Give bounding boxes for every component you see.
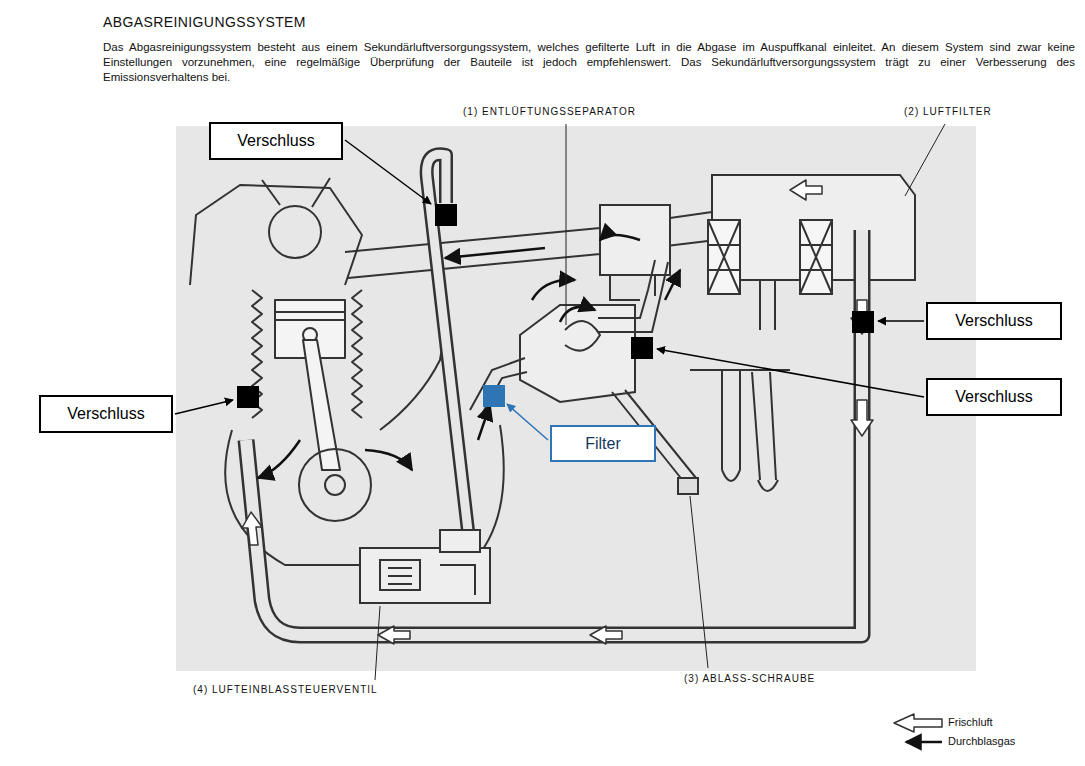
- engine-body: [269, 206, 321, 258]
- air-filter: [708, 220, 740, 294]
- callout-box: Verschluss: [926, 302, 1062, 340]
- part-label: (1) ENTLÜFTUNGSSEPARATOR: [463, 106, 636, 117]
- blowby-arrows: [445, 248, 545, 258]
- fresh-air-arrows: [790, 180, 822, 200]
- breather-separator: [758, 480, 778, 491]
- intake-pipe: [600, 205, 670, 275]
- callout-leaders: [507, 404, 548, 440]
- callout-text: Verschluss: [237, 132, 314, 150]
- seal-markers: [631, 337, 653, 359]
- callout-text: Verschluss: [955, 312, 1032, 330]
- part-label: (2) LUFTFILTER: [904, 106, 992, 117]
- fresh-air-arrows: [242, 512, 262, 545]
- fresh-air-arrows: [590, 626, 622, 644]
- engine-body: [299, 449, 371, 521]
- seal-markers: [852, 311, 874, 333]
- breather-separator: [752, 372, 776, 480]
- part-leaders: [905, 124, 945, 196]
- breather-separator: [520, 305, 635, 402]
- breather-separator: [598, 260, 655, 318]
- part-leaders: [690, 496, 708, 668]
- blowby-arrows: [478, 405, 490, 440]
- callout-leaders: [345, 140, 431, 204]
- callout-text: Verschluss: [955, 388, 1032, 406]
- breather-separator: [678, 478, 698, 494]
- callout-box: Filter: [550, 425, 656, 462]
- callout-box: Verschluss: [209, 122, 343, 160]
- engine-body: [380, 330, 445, 430]
- part-leaders: [375, 606, 380, 680]
- breather-separator: [470, 358, 525, 410]
- air-filter: [800, 220, 832, 294]
- breather-separator: [565, 321, 600, 351]
- legend-text: Durchblasgas: [948, 735, 1015, 747]
- engine-body: [275, 312, 345, 320]
- engine-body: [190, 178, 504, 565]
- engine-body: [303, 340, 340, 470]
- engine-body: [325, 475, 345, 495]
- callout-leaders: [657, 349, 924, 397]
- breather-separator: [722, 470, 740, 481]
- seal-markers: [237, 386, 259, 408]
- engine-body: [262, 178, 330, 207]
- air-injection-valve: [440, 530, 480, 552]
- part-label: (4) LUFTEINBLASSTEUERVENTIL: [193, 684, 378, 695]
- callout-leaders: [175, 140, 924, 440]
- fresh-air-arrows: [378, 626, 410, 644]
- secondary-air-tube: [246, 230, 862, 635]
- legend-text: Frischluft: [948, 716, 993, 728]
- engine-body: [352, 290, 362, 418]
- fresh-air-arrows: [851, 400, 873, 436]
- secondary-air-tube: [427, 154, 470, 548]
- breather-separator: [722, 370, 740, 470]
- part-label: (3) ABLASS-SCHRAUBE: [684, 673, 815, 684]
- air-filter: [708, 220, 740, 294]
- legend-samples: [894, 714, 942, 742]
- callout-leaders: [175, 400, 233, 414]
- seal-markers: [237, 204, 874, 408]
- fresh-air-arrows: [242, 180, 873, 644]
- scan-ground: [176, 126, 976, 671]
- air-injection-valve: [440, 565, 475, 595]
- blowby-arrows: [600, 235, 640, 240]
- legend-samples: [894, 714, 942, 732]
- blowby-arrows: [532, 280, 575, 300]
- scan-ground: [176, 126, 976, 671]
- blowby-arrows: [665, 270, 680, 300]
- blowby-arrows: [258, 440, 300, 478]
- air-filter: [760, 280, 775, 330]
- callout-box: Verschluss: [39, 395, 173, 433]
- callout-text: Filter: [585, 435, 621, 453]
- description-text: Das Abgasreinigungssystem besteht aus ei…: [103, 40, 1075, 85]
- secondary-air-tube: [246, 230, 862, 635]
- fresh-air-arrows: [851, 300, 873, 334]
- breather-separator: [470, 260, 790, 494]
- air-filter: [800, 220, 832, 294]
- part-leaders: [375, 124, 945, 680]
- secondary-air-tube: [246, 154, 862, 635]
- blowby-arrows: [560, 307, 595, 322]
- air-injection-valve: [360, 530, 490, 603]
- breather-separator: [598, 262, 668, 332]
- air-injection-valve: [360, 548, 490, 603]
- callout-box: Verschluss: [926, 378, 1062, 416]
- legend-samples: [906, 741, 942, 744]
- secondary-air-tube: [427, 154, 470, 548]
- blowby-arrows: [365, 450, 412, 470]
- callout-leaders: [878, 320, 924, 322]
- seal-markers: [483, 385, 505, 407]
- intake-pipe: [345, 205, 716, 300]
- air-filter: [708, 175, 915, 330]
- air-injection-valve: [380, 560, 420, 590]
- page-title: ABGASREINIGUNGSSYSTEM: [103, 14, 306, 30]
- part-leaders: [566, 124, 567, 325]
- blowby-arrows: [258, 235, 680, 478]
- seal-markers: [435, 204, 457, 226]
- callout-text: Verschluss: [67, 405, 144, 423]
